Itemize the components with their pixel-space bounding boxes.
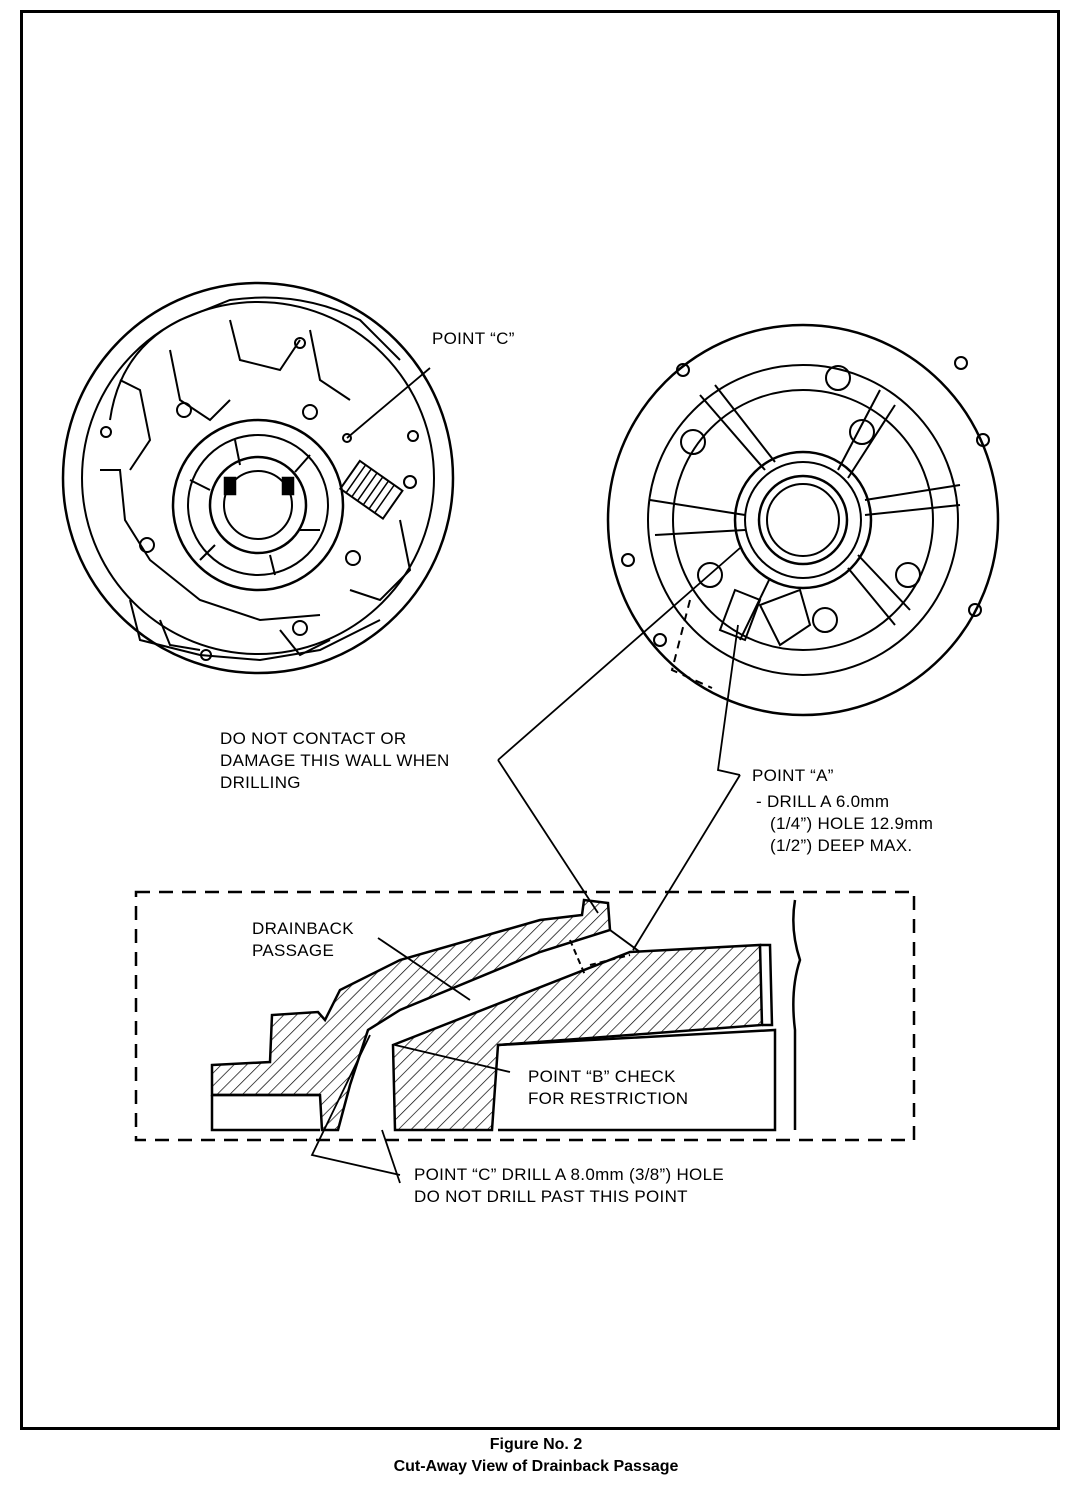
point-b-line-2: FOR RESTRICTION <box>528 1089 689 1108</box>
drainback-line-1: DRAINBACK <box>252 919 354 938</box>
label-point-c-bottom: POINT “C” DRILL A 8.0mm (3/8”) HOLE DO N… <box>414 1164 724 1208</box>
label-point-a-instructions: - DRILL A 6.0mm (1/4”) HOLE 12.9mm (1/2”… <box>756 791 933 857</box>
point-a-line-2: (1/4”) HOLE 12.9mm <box>770 814 934 833</box>
label-point-b: POINT “B” CHECK FOR RESTRICTION <box>528 1066 688 1110</box>
label-point-c-top: POINT “C” <box>432 329 515 348</box>
point-a-line-1: - DRILL A 6.0mm <box>756 792 890 811</box>
drainback-line-2: PASSAGE <box>252 941 335 960</box>
figure-number: Figure No. 2 <box>489 1436 583 1453</box>
point-c-bottom-line-2: DO NOT DRILL PAST THIS POINT <box>414 1187 688 1206</box>
point-c-bottom-line-1: POINT “C” DRILL A 8.0mm (3/8”) HOLE <box>414 1165 724 1184</box>
point-b-line-1: POINT “B” CHECK <box>528 1067 676 1086</box>
housing-section-b <box>391 943 764 1132</box>
label-warning-wall: DO NOT CONTACT OR DAMAGE THIS WALL WHEN … <box>220 728 450 794</box>
warning-line-3: DRILLING <box>220 773 301 792</box>
label-drainback-passage: DRAINBACK PASSAGE <box>252 918 354 962</box>
warning-line-2: DAMAGE THIS WALL WHEN <box>220 751 450 770</box>
left-pump-body <box>61 281 455 675</box>
warning-line-1: DO NOT CONTACT OR <box>220 729 407 748</box>
point-a-line-3: (1/2”) DEEP MAX. <box>770 836 913 855</box>
label-point-a: POINT “A” <box>752 766 834 785</box>
right-pump-cover <box>606 323 1000 717</box>
housing-section-a <box>210 898 612 1132</box>
leader-lines <box>310 367 741 1184</box>
figure-title: Cut-Away View of Drainback Passage <box>393 1458 679 1475</box>
figure-frame <box>20 10 1060 1430</box>
cutaway-section <box>134 890 916 1142</box>
